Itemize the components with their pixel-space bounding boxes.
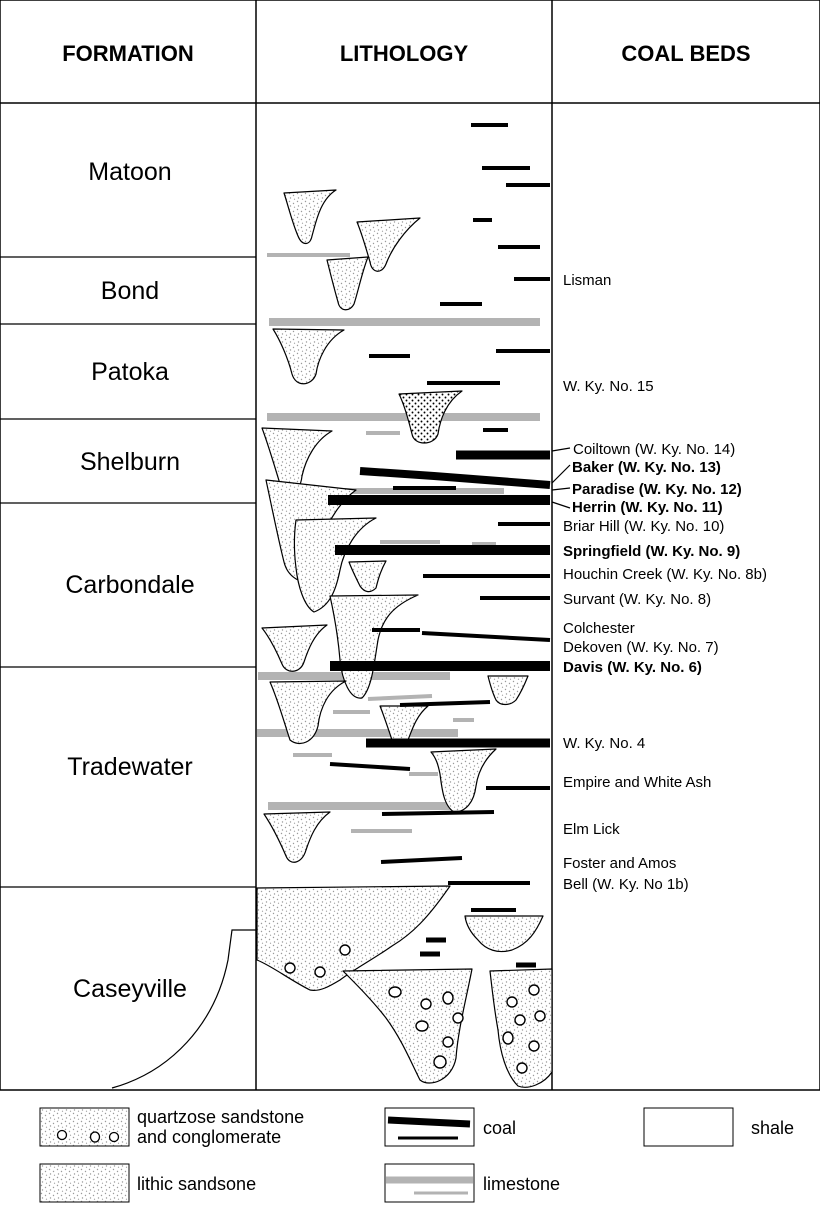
- legend-label-lithic: lithic sandsone: [137, 1174, 256, 1194]
- formation-bond: Bond: [101, 277, 159, 305]
- legend-swatch-lithic: [40, 1164, 129, 1202]
- legend-lithic: lithic sandsone: [40, 1164, 256, 1202]
- coal-label-colchester: Colchester: [563, 620, 635, 637]
- coal-label-paradise: Paradise (W. Ky. No. 12): [572, 481, 742, 498]
- legend-label-quartzose-2: and conglomerate: [137, 1127, 281, 1147]
- formation-caseyville: Caseyville: [73, 975, 187, 1003]
- formation-matoon: Matoon: [88, 158, 171, 186]
- formation-tradewater: Tradewater: [67, 753, 193, 781]
- legend-coal: coal: [385, 1108, 516, 1146]
- coal-bed-labels: Lisman W. Ky. No. 15 Coiltown (W. Ky. No…: [563, 272, 767, 893]
- coal-label-herrin: Herrin (W. Ky. No. 11): [572, 499, 723, 516]
- coal-label-empire-white-ash: Empire and White Ash: [563, 774, 711, 791]
- legend-label-limestone: limestone: [483, 1174, 560, 1194]
- legend-shale: shale: [644, 1108, 794, 1146]
- header-coal-beds: COAL BEDS: [621, 41, 750, 66]
- coal-label-lisman: Lisman: [563, 272, 611, 289]
- coal-label-baker: Baker (W. Ky. No. 13): [572, 459, 721, 476]
- legend-quartzose: quartzose sandstone and conglomerate: [40, 1107, 304, 1147]
- formation-shelburn: Shelburn: [80, 448, 180, 476]
- coal-label-leaders: [552, 448, 570, 508]
- coal-label-bell: Bell (W. Ky. No 1b): [563, 876, 689, 893]
- coal-label-dekoven: Dekoven (W. Ky. No. 7): [563, 639, 719, 656]
- coal-beds: [328, 125, 550, 965]
- legend-swatch-shale: [644, 1108, 733, 1146]
- formation-patoka: Patoka: [91, 358, 169, 386]
- header-lithology: LITHOLOGY: [340, 41, 469, 66]
- legend: quartzose sandstone and conglomerate lit…: [40, 1107, 794, 1202]
- erosion-profile-line: [112, 930, 256, 1088]
- coal-label-foster-amos: Foster and Amos: [563, 855, 676, 872]
- coal-label-springfield: Springfield (W. Ky. No. 9): [563, 543, 740, 560]
- coal-label-houchin-creek: Houchin Creek (W. Ky. No. 8b): [563, 566, 767, 583]
- coal-label-w-ky-no-4: W. Ky. No. 4: [563, 735, 645, 752]
- legend-label-quartzose-1: quartzose sandstone: [137, 1107, 304, 1127]
- coal-label-davis: Davis (W. Ky. No. 6): [563, 659, 702, 676]
- coal-label-briar-hill: Briar Hill (W. Ky. No. 10): [563, 518, 724, 535]
- coal-label-survant: Survant (W. Ky. No. 8): [563, 591, 711, 608]
- legend-limestone: limestone: [385, 1164, 560, 1202]
- header-formation: FORMATION: [62, 41, 194, 66]
- coal-label-elm-lick: Elm Lick: [563, 821, 620, 838]
- coal-label-coiltown: Coiltown (W. Ky. No. 14): [573, 441, 735, 458]
- legend-label-shale: shale: [751, 1118, 794, 1138]
- coal-label-w-ky-no-15: W. Ky. No. 15: [563, 378, 654, 395]
- legend-label-coal: coal: [483, 1118, 516, 1138]
- formation-carbondale: Carbondale: [65, 571, 194, 599]
